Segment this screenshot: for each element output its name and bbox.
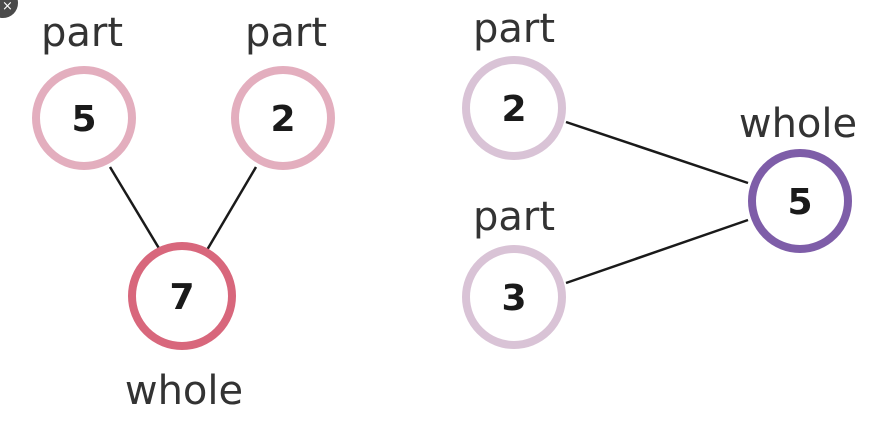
right-part-value-1: 2 <box>501 89 526 130</box>
right-part-label-1: part <box>473 6 555 52</box>
right-part-circle-1 <box>462 56 566 160</box>
right-whole-value: 5 <box>787 182 812 223</box>
left-part-value-1: 5 <box>71 99 96 140</box>
right-part-whole-diagram: part part 2 3 5 whole <box>462 6 857 349</box>
left-part-circle-1 <box>32 66 136 170</box>
right-part-label-2: part <box>473 194 555 240</box>
left-whole-circle <box>128 242 236 350</box>
left-part-label-1: part <box>41 10 123 56</box>
right-whole-label: whole <box>739 101 857 147</box>
left-whole-label: whole <box>125 368 243 414</box>
left-part-whole-diagram: part part 5 2 7 whole <box>32 10 335 414</box>
left-part-value-2: 2 <box>270 99 295 140</box>
right-whole-circle <box>748 149 852 253</box>
right-connector-2 <box>565 218 749 285</box>
right-part-circle-2 <box>462 245 566 349</box>
left-part-circle-2 <box>231 66 335 170</box>
close-icon[interactable]: × <box>0 0 18 18</box>
left-part-label-2: part <box>245 10 327 56</box>
left-connector-1 <box>108 166 162 251</box>
left-connector-2 <box>205 166 258 251</box>
left-whole-value: 7 <box>169 277 194 318</box>
right-part-value-2: 3 <box>501 278 526 319</box>
right-connector-1 <box>565 120 749 185</box>
